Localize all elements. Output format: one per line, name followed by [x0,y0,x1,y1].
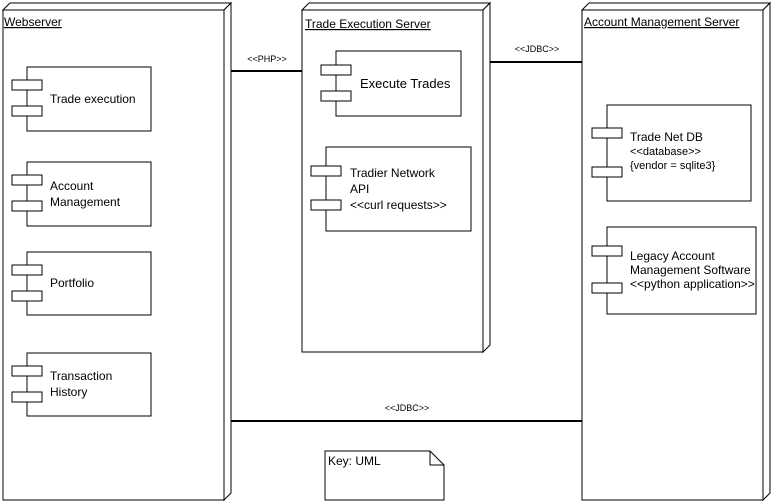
component-portfolio: Portfolio [11,251,152,316]
connection-label-jdbc: <<JDBC>> [515,44,560,54]
connection-label-jdbc: <<JDBC>> [385,403,430,413]
key-note: Key: UML [324,450,445,501]
component-label: Legacy Account [630,249,715,263]
component-label: API [350,182,369,196]
component-label: Execute Trades [360,76,451,91]
component-stereotype: <<curl requests>> [350,198,447,212]
component-label: Transaction [50,369,112,383]
connection-jdbc-bottom: <<JDBC>> [231,403,582,422]
component-trade-execution: Trade execution [11,66,152,132]
connection-jdbc-top: <<JDBC>> [490,44,582,63]
webserver-title: Webserver [4,15,62,29]
component-trade-net-db: Trade Net DB <<database>> {vendor = sqli… [591,104,752,202]
component-legacy-account-management: Legacy Account Management Software <<pyt… [591,226,757,315]
trade-execution-server-title: Trade Execution Server [305,17,431,31]
component-label: History [50,385,87,399]
connection-label-php: <<PHP>> [247,54,287,64]
component-tradier-network-api: Tradier Network API <<curl requests>> [310,146,472,232]
component-label: Trade Net DB [630,130,703,144]
component-label: Tradier Network [350,166,436,180]
component-label: Management [50,195,121,209]
component-label: Management Software [630,263,751,277]
component-transaction-history: Transaction History [11,352,152,417]
component-account-management: Account Management [11,161,152,227]
connection-php: <<PHP>> [231,54,302,72]
component-execute-trades: Execute Trades [320,50,462,117]
account-management-server-title: Account Management Server [584,15,739,29]
component-stereotype: <<python application>> [630,277,755,291]
component-stereotype: <<database>> [630,146,701,158]
component-label: Portfolio [50,276,94,290]
component-label: Account [50,179,94,193]
component-label: Trade execution [50,92,136,106]
key-note-text: Key: UML [328,454,381,468]
component-property: {vendor = sqlite3} [630,160,716,172]
